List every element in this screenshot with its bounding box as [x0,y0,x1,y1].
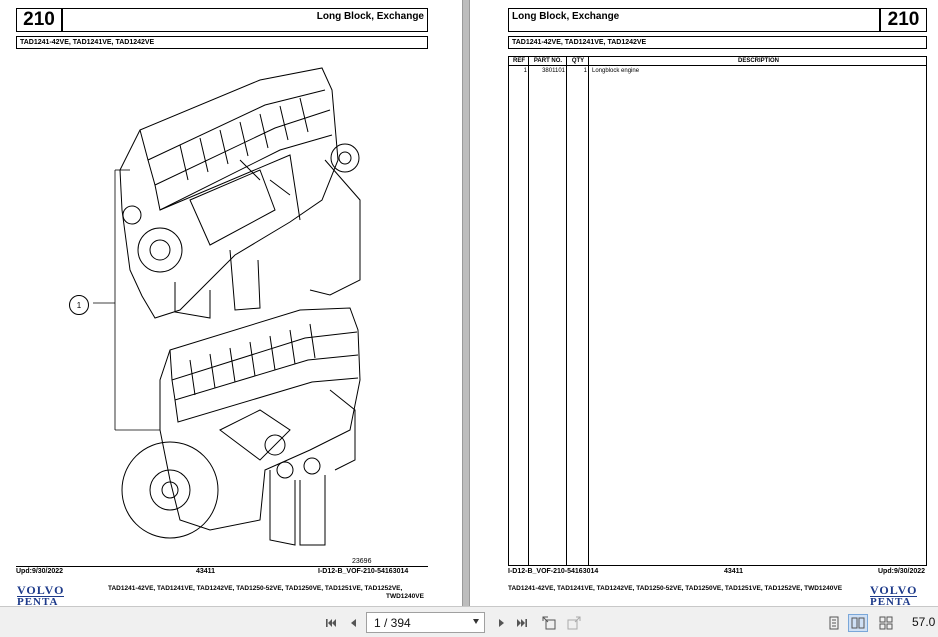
go-forward-icon[interactable] [565,614,583,632]
row-part-no[interactable]: 3801101 [542,68,565,74]
page-gutter [462,0,470,606]
first-page-icon[interactable] [322,614,340,632]
page-indicator: 1 / 394 [374,615,411,630]
chevron-down-icon [473,619,479,624]
page-number-select[interactable]: 1 / 394 [366,612,485,633]
engine-illustration [93,67,361,546]
col-qty [567,57,589,565]
document-viewer: 210 Long Block, Exchange TAD1241-42VE, T… [0,0,938,608]
right-footer-code: 43411 [724,568,744,575]
callout-number: 1 [76,300,82,310]
right-page-number: 210 [887,9,920,30]
left-page: 210 Long Block, Exchange TAD1241-42VE, T… [0,0,462,608]
two-page-continuous-icon[interactable] [877,614,895,632]
single-page-view-icon[interactable] [825,614,843,632]
header-part-no: PART NO. [533,58,563,64]
right-title-box: Long Block, Exchange [508,8,880,32]
zoom-level[interactable]: 57.0 [912,615,936,629]
page-number: 210 [23,9,55,30]
previous-page-icon[interactable] [345,614,363,632]
right-models-label: TAD1241-42VE, TAD1241VE, TAD1242VE [512,39,647,46]
callout-1[interactable]: 1 [69,295,89,315]
header-ref: REF [513,58,525,64]
right-page-title: Long Block, Exchange [512,11,620,22]
header-qty: QTY [571,58,585,64]
right-footer-date: Upd:9/30/2022 [878,568,926,575]
footer-models-2: TWD1240VE [386,593,424,600]
row-description: Longblock engine [592,68,640,74]
footer-rule [16,566,428,567]
col-part-no [529,57,567,565]
right-footer-ref: I-D12-B_VOF-210-54163014 [508,568,599,575]
footer-code: 43411 [196,568,216,575]
logo-penta: PENTA [17,596,65,608]
page-title-box: Long Block, Exchange [62,8,428,32]
drawing-number: 23696 [352,558,372,565]
viewer-toolbar: 1 / 394 57.0 [0,606,938,637]
right-footer-models: TAD1241-42VE, TAD1241VE, TAD1242VE, TAD1… [508,585,843,592]
parts-table: REF PART NO. QTY DESCRIPTION 1 3801101 1… [508,56,927,566]
page-title: Long Block, Exchange [316,11,424,22]
right-page-number-box: 210 [880,8,927,32]
col-ref [509,57,529,565]
last-page-icon[interactable] [513,614,531,632]
logo-volvo: VOLVO [17,583,65,597]
footer-date: Upd:9/30/2022 [16,568,64,575]
right-models-box: TAD1241-42VE, TAD1241VE, TAD1242VE [508,36,927,49]
two-page-view-icon[interactable] [848,614,868,632]
right-logo-volvo: VOLVO [870,583,918,597]
right-page [470,0,938,606]
footer-models: TAD1241-42VE, TAD1241VE, TAD1242VE, TAD1… [108,585,403,592]
go-back-icon[interactable] [540,614,558,632]
row-ref: 1 [523,68,527,74]
models-label: TAD1241-42VE, TAD1241VE, TAD1242VE [20,39,155,46]
right-logo-penta: PENTA [870,596,918,608]
footer-ref: I-D12-B_VOF-210-54163014 [318,568,409,575]
next-page-icon[interactable] [492,614,510,632]
row-qty: 1 [583,68,587,74]
parts-table-header [509,57,926,66]
page-number-box: 210 [16,8,62,32]
models-box: TAD1241-42VE, TAD1241VE, TAD1242VE [16,36,428,49]
header-description: DESCRIPTION [737,58,779,64]
